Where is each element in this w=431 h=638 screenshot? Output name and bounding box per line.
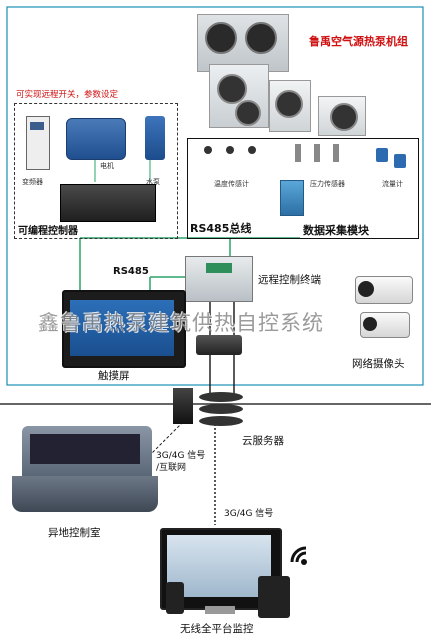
router-image bbox=[196, 335, 242, 355]
pump-label: 水泵 bbox=[146, 178, 160, 186]
tablet-image bbox=[258, 576, 290, 618]
cloud-label: 云服务器 bbox=[242, 435, 284, 447]
temperature-sensor-icon bbox=[200, 144, 272, 170]
rs485-label: RS485 bbox=[113, 266, 149, 277]
touchscreen-image bbox=[62, 290, 186, 368]
mobile-monitor-label: 无线全平台监控 bbox=[180, 623, 254, 635]
link-mobile-label: 3G/4G 信号 bbox=[224, 509, 274, 519]
inverter-image bbox=[26, 116, 50, 170]
plc-label: 可编程控制器 bbox=[18, 226, 78, 237]
pressure-sensor-icon bbox=[290, 142, 350, 170]
touchscreen-label: 触摸屏 bbox=[98, 370, 130, 382]
link-ctrl-room-line2: /互联网 bbox=[156, 463, 187, 473]
heat-pump-title: 鲁禹空气源热泵机组 bbox=[309, 35, 408, 48]
cloud-server-image bbox=[173, 388, 245, 428]
camera-label: 网络摄像头 bbox=[352, 358, 405, 370]
link-ctrl-room-line1: 3G/4G 信号 bbox=[156, 451, 206, 461]
plc-image bbox=[60, 184, 156, 222]
wifi-icon bbox=[288, 540, 318, 568]
data-module-label: 数据采集模块 bbox=[303, 224, 369, 237]
motor-label: 电机 bbox=[100, 162, 114, 170]
data-module-image bbox=[280, 180, 304, 216]
sensor-group-box bbox=[187, 138, 419, 239]
control-room-image bbox=[12, 424, 158, 516]
plc-group-box bbox=[14, 103, 178, 239]
pump-image bbox=[145, 116, 165, 160]
rs485-bus-label: RS485总线 bbox=[190, 222, 252, 235]
temperature-label: 温度传感计 bbox=[214, 180, 249, 188]
camera-image-bottom bbox=[360, 312, 410, 338]
phone-image bbox=[166, 582, 184, 614]
heat-pump-small-unit bbox=[318, 96, 366, 136]
remote-terminal-label: 远程控制终端 bbox=[258, 274, 321, 286]
camera-image-top bbox=[355, 276, 413, 304]
remote-note: 可实现远程开关，参数设定 bbox=[16, 90, 119, 100]
heat-pump-units bbox=[195, 12, 311, 132]
motor-image bbox=[66, 118, 126, 160]
control-room-label: 异地控制室 bbox=[48, 527, 101, 539]
flow-meter-icon bbox=[374, 144, 410, 174]
flow-label: 流量计 bbox=[382, 180, 403, 188]
remote-terminal-image bbox=[185, 256, 253, 302]
pressure-label: 压力传感器 bbox=[310, 180, 345, 188]
monitor-stand bbox=[205, 606, 235, 614]
watermark: 鑫鲁禹热泵建筑供热自控系统 bbox=[38, 311, 324, 335]
inverter-label: 变频器 bbox=[22, 178, 43, 186]
